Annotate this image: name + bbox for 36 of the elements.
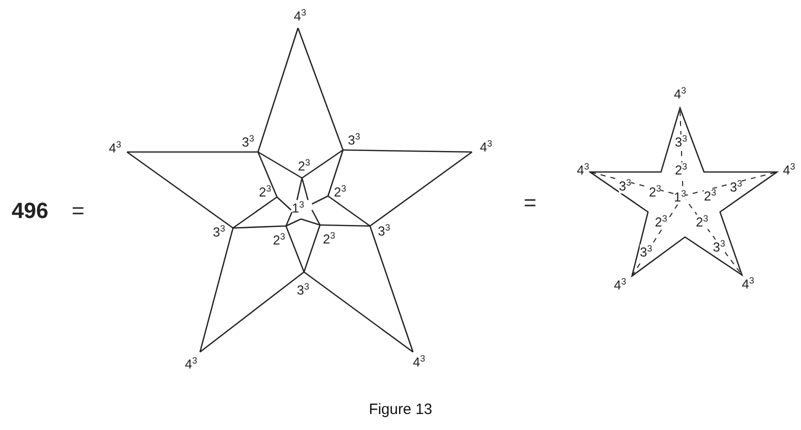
vertex-label: 3$^{3}$ <box>640 244 652 260</box>
vertex-label: 4$^{3}$ <box>674 86 686 102</box>
vertex-label: 2$^{3}$ <box>648 184 662 200</box>
vertex-label: 4$^{3}$ <box>480 140 492 154</box>
vertex-label: 1$^{3}$ <box>674 190 686 204</box>
vertex-label: 2$^{3}$ <box>696 214 708 230</box>
vertex-label: 3$^{3}$ <box>618 178 632 194</box>
vertex-label: 4$^{3}$ <box>294 10 306 22</box>
vertex-label: 3$^{3}$ <box>212 226 226 238</box>
vertex-label: 2$^{3}$ <box>272 234 286 246</box>
figure-caption: Figure 13 <box>368 401 434 418</box>
vertex-label: 2$^{3}$ <box>258 186 272 198</box>
equals-sign: = <box>72 200 84 222</box>
vertex-label: 3$^{3}$ <box>730 180 742 194</box>
vertex-label: 4$^{3}$ <box>108 142 122 154</box>
vertex-label: 4$^{3}$ <box>782 162 796 178</box>
vertex-label: 2$^{3}$ <box>704 188 716 204</box>
vertex-label: 2$^{3}$ <box>654 214 668 230</box>
equals-sign: = <box>524 192 536 214</box>
number-label: 496 <box>12 200 48 222</box>
vertex-label: 4$^{3}$ <box>412 356 426 368</box>
vertex-label: 3$^{3}$ <box>348 134 360 146</box>
vertex-label: 1$^{3}$ <box>292 202 304 214</box>
vertex-label: 3$^{3}$ <box>674 134 688 150</box>
vertex-label: 2$^{3}$ <box>322 232 336 246</box>
vertex-label: 3$^{3}$ <box>296 284 310 296</box>
vertex-label: 3$^{3}$ <box>242 136 254 148</box>
vertex-label: 4$^{3}$ <box>576 162 590 178</box>
vertex-label: 2$^{3}$ <box>334 186 346 198</box>
vertex-label: 4$^{3}$ <box>742 276 754 292</box>
vertex-label: 2$^{3}$ <box>674 162 688 178</box>
vertex-label: 2$^{3}$ <box>298 160 310 172</box>
vertex-label: 4$^{3}$ <box>614 278 626 292</box>
vertex-label: 3$^{3}$ <box>378 224 390 238</box>
vertex-label: 3$^{3}$ <box>712 240 726 254</box>
vertex-label: 4$^{3}$ <box>184 358 198 370</box>
